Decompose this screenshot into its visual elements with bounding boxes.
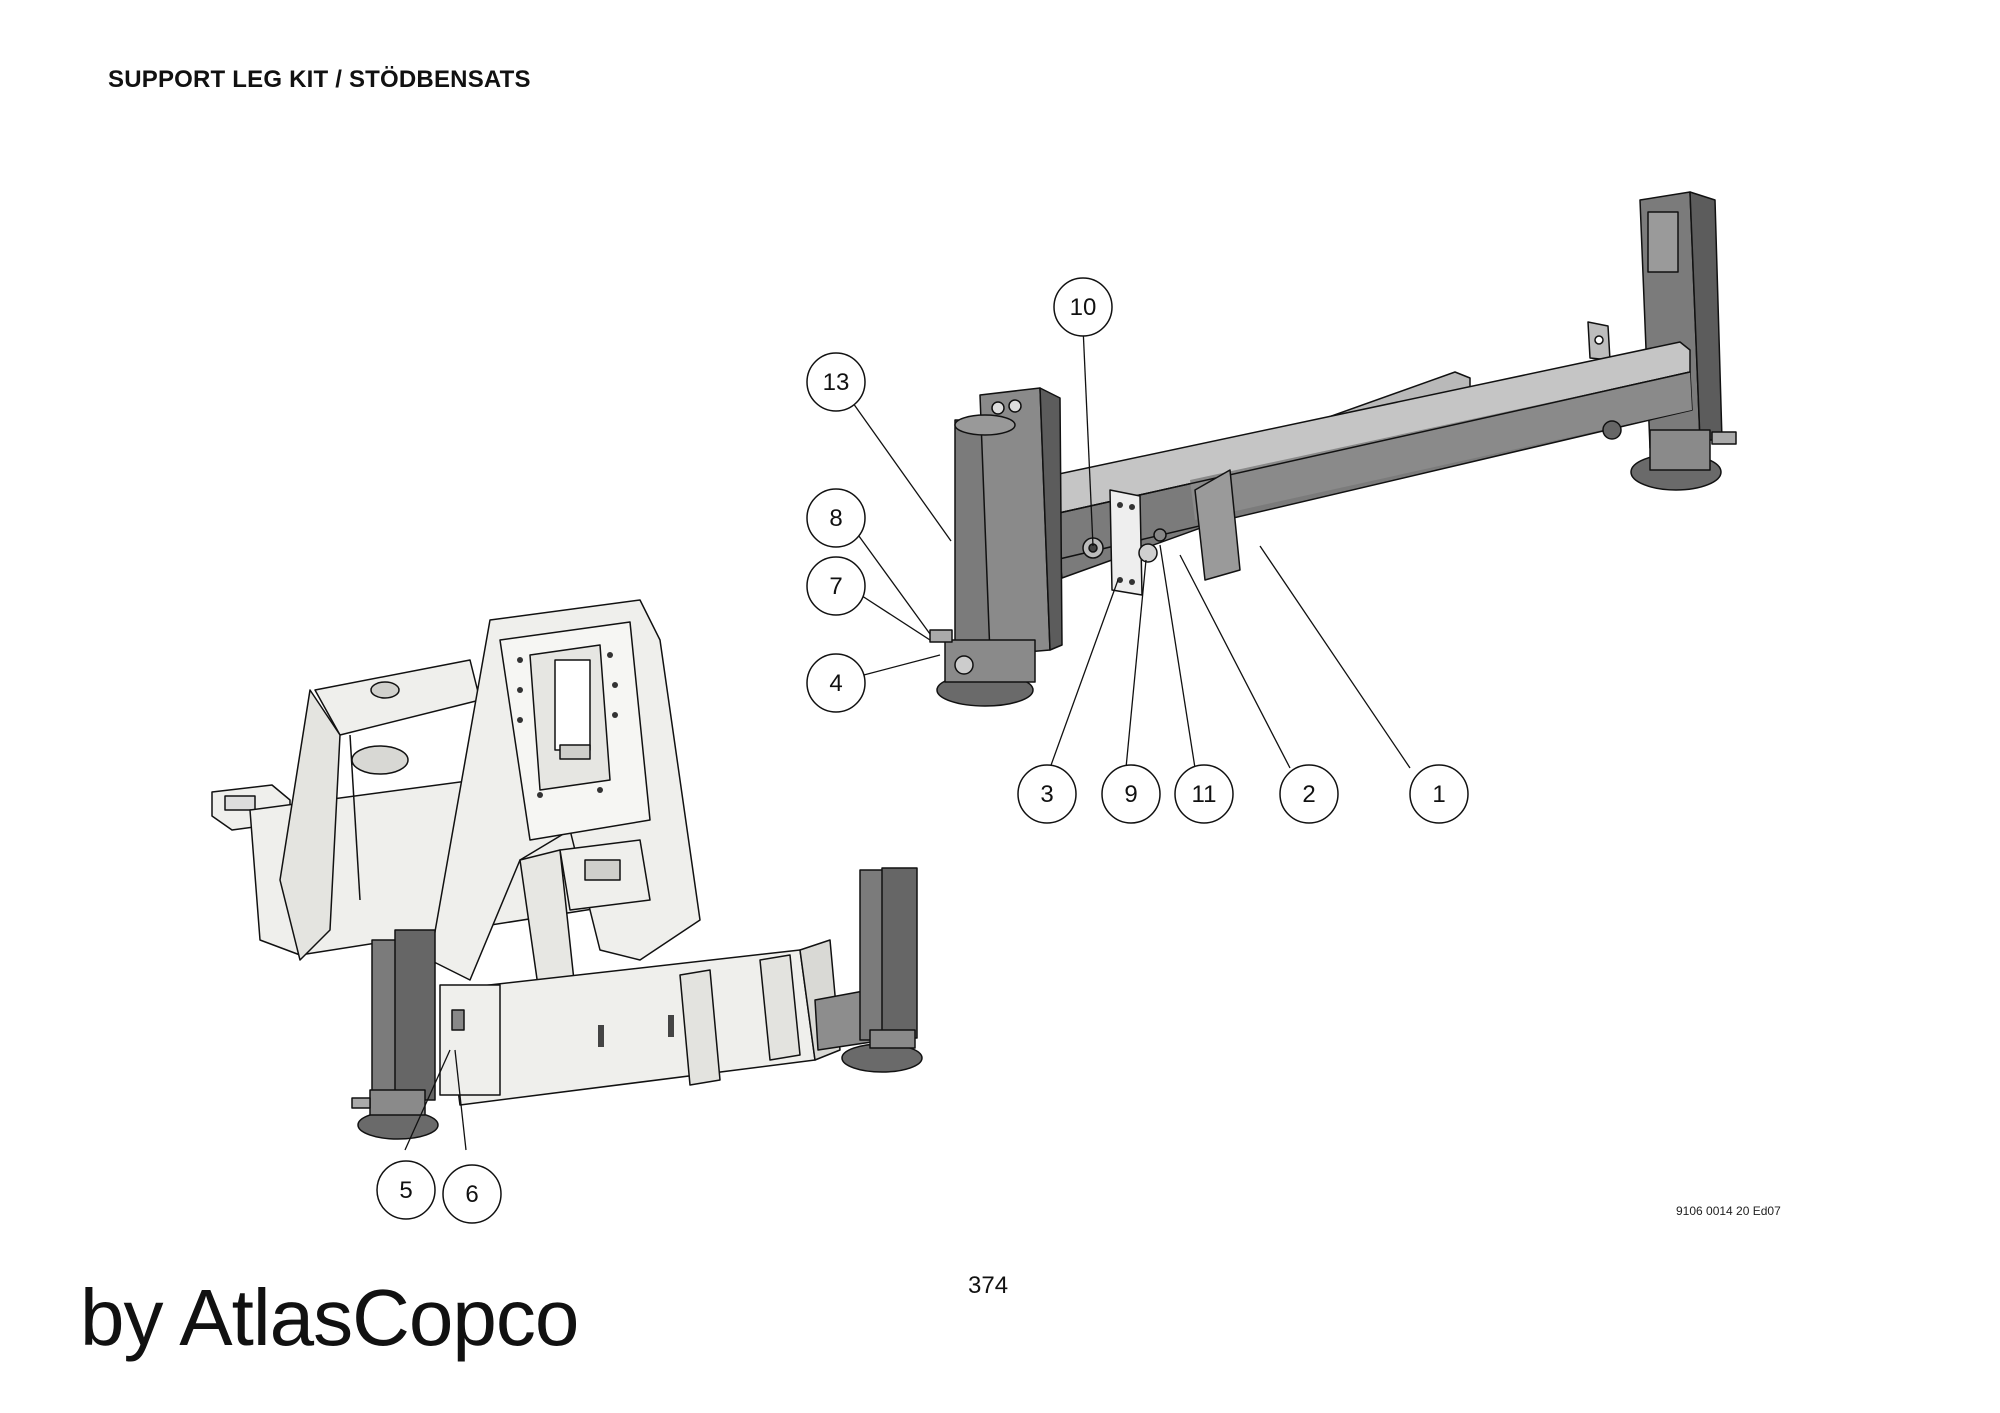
callout-8: 8	[806, 488, 866, 548]
callout-2: 2	[1279, 764, 1339, 824]
callout-label-11: 11	[1192, 781, 1217, 808]
callout-label-13: 13	[823, 369, 850, 396]
callout-13: 13	[806, 352, 866, 412]
callout-label-3: 3	[1040, 781, 1053, 808]
callout-3: 3	[1017, 764, 1077, 824]
callout-10: 10	[1053, 277, 1113, 337]
callout-label-2: 2	[1302, 781, 1315, 808]
support-leg-kit	[929, 191, 1737, 707]
drawing-number: 9106 0014 20 Ed07	[1676, 1204, 1781, 1218]
callout-1: 1	[1409, 764, 1469, 824]
installed-leg-left	[351, 929, 439, 1140]
callout-label-5: 5	[399, 1177, 412, 1204]
page-title: SUPPORT LEG KIT / STÖDBENSATS	[108, 66, 531, 93]
machine-frame-assembly	[211, 599, 923, 1140]
callout-7: 7	[806, 556, 866, 616]
callouts: 10 13 8 7 4 3 9 11 2 1 5 6	[376, 277, 1469, 1224]
callout-label-4: 4	[829, 670, 842, 697]
callout-label-8: 8	[829, 505, 842, 532]
callout-11: 11	[1174, 764, 1234, 824]
callout-label-10: 10	[1070, 294, 1097, 321]
callout-label-7: 7	[829, 573, 842, 600]
leg-near	[929, 387, 1063, 707]
page-number: 374	[968, 1272, 1009, 1299]
callout-label-9: 9	[1124, 781, 1137, 808]
callout-9: 9	[1101, 764, 1161, 824]
callout-4: 4	[806, 653, 866, 713]
callout-5: 5	[376, 1160, 436, 1220]
brand-watermark: by AtlasCopco	[80, 1273, 579, 1362]
leg-far	[1630, 191, 1737, 491]
leader-lines	[404, 326, 1411, 1151]
callout-label-1: 1	[1432, 781, 1445, 808]
callout-6: 6	[442, 1164, 502, 1224]
callout-label-6: 6	[465, 1181, 478, 1208]
installed-leg-right	[841, 867, 923, 1073]
